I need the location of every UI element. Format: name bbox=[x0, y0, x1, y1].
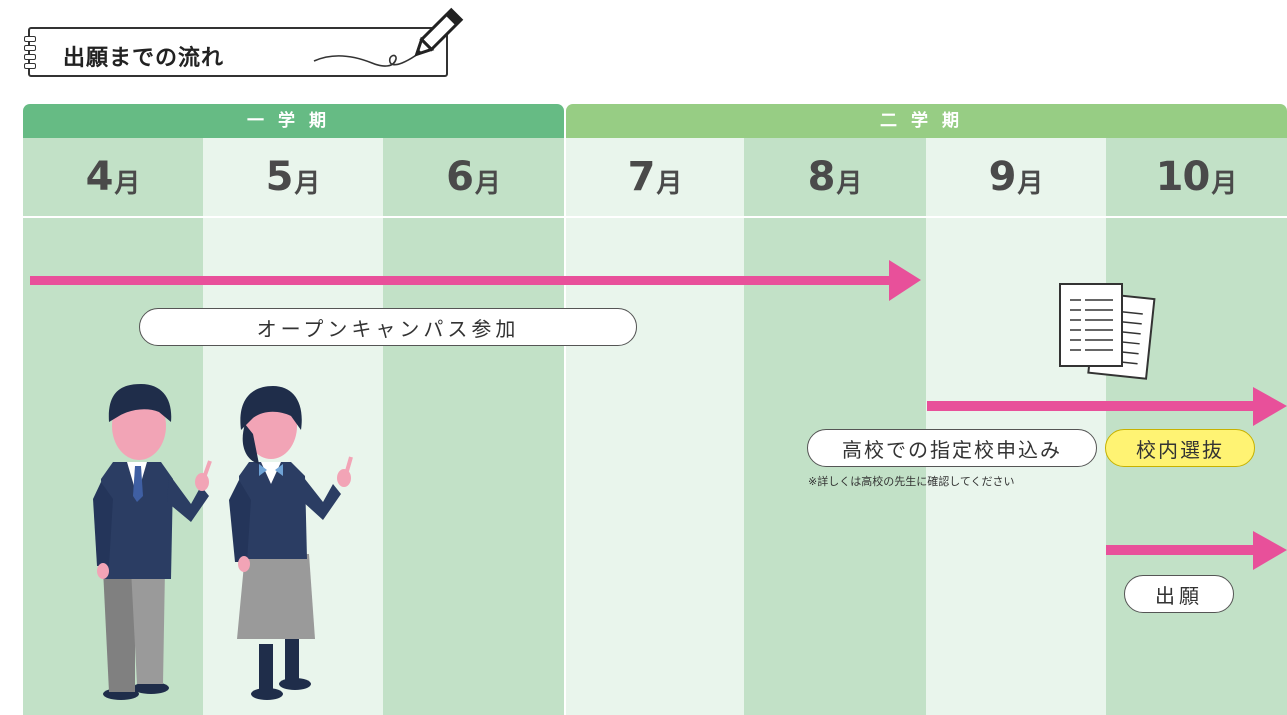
month-number: 6 bbox=[446, 154, 474, 200]
designated-school-arrow bbox=[927, 387, 1287, 426]
month-suffix: 月 bbox=[294, 168, 321, 199]
pencil-icon bbox=[414, 7, 464, 57]
open-campus-arrow bbox=[30, 260, 921, 301]
term-second: 二学期 bbox=[566, 104, 1287, 138]
note-text: ※詳しくは高校の先生に確認してください bbox=[808, 475, 1015, 488]
documents-icon bbox=[1059, 283, 1156, 380]
ring-binding-icon bbox=[24, 63, 36, 69]
month-suffix: 月 bbox=[474, 168, 501, 199]
month-number: 8 bbox=[807, 154, 836, 200]
term-first: 一学期 bbox=[23, 104, 564, 138]
designated-school-label: 高校での指定校申込み bbox=[807, 429, 1097, 467]
month-number: 5 bbox=[265, 154, 294, 200]
month-number: 4 bbox=[85, 154, 114, 200]
month-number: 10 bbox=[1155, 154, 1211, 200]
female-student-illustration bbox=[229, 386, 353, 700]
page-title: 出願までの流れ bbox=[63, 46, 225, 71]
month-suffix: 月 bbox=[114, 168, 141, 199]
month-suffix: 月 bbox=[656, 168, 683, 199]
ring-binding-icon bbox=[24, 36, 36, 42]
male-student-illustration bbox=[93, 384, 212, 700]
ring-binding-icon bbox=[24, 54, 36, 60]
month-suffix: 月 bbox=[836, 168, 863, 199]
header-divider bbox=[23, 216, 1287, 218]
month-suffix: 月 bbox=[1017, 168, 1044, 199]
title-box: 出願までの流れ bbox=[24, 27, 448, 77]
month-suffix: 月 bbox=[1211, 168, 1238, 199]
application-arrow bbox=[1106, 531, 1287, 570]
month-number: 9 bbox=[988, 154, 1017, 200]
school-selection-badge: 校内選抜 bbox=[1105, 429, 1255, 467]
open-campus-label: オープンキャンパス参加 bbox=[139, 308, 637, 346]
squiggle-line-icon bbox=[313, 42, 432, 67]
ring-binding-icon bbox=[24, 45, 36, 51]
month-number: 7 bbox=[627, 154, 656, 200]
application-label: 出願 bbox=[1124, 575, 1234, 613]
timeline-graphics bbox=[30, 260, 1287, 700]
